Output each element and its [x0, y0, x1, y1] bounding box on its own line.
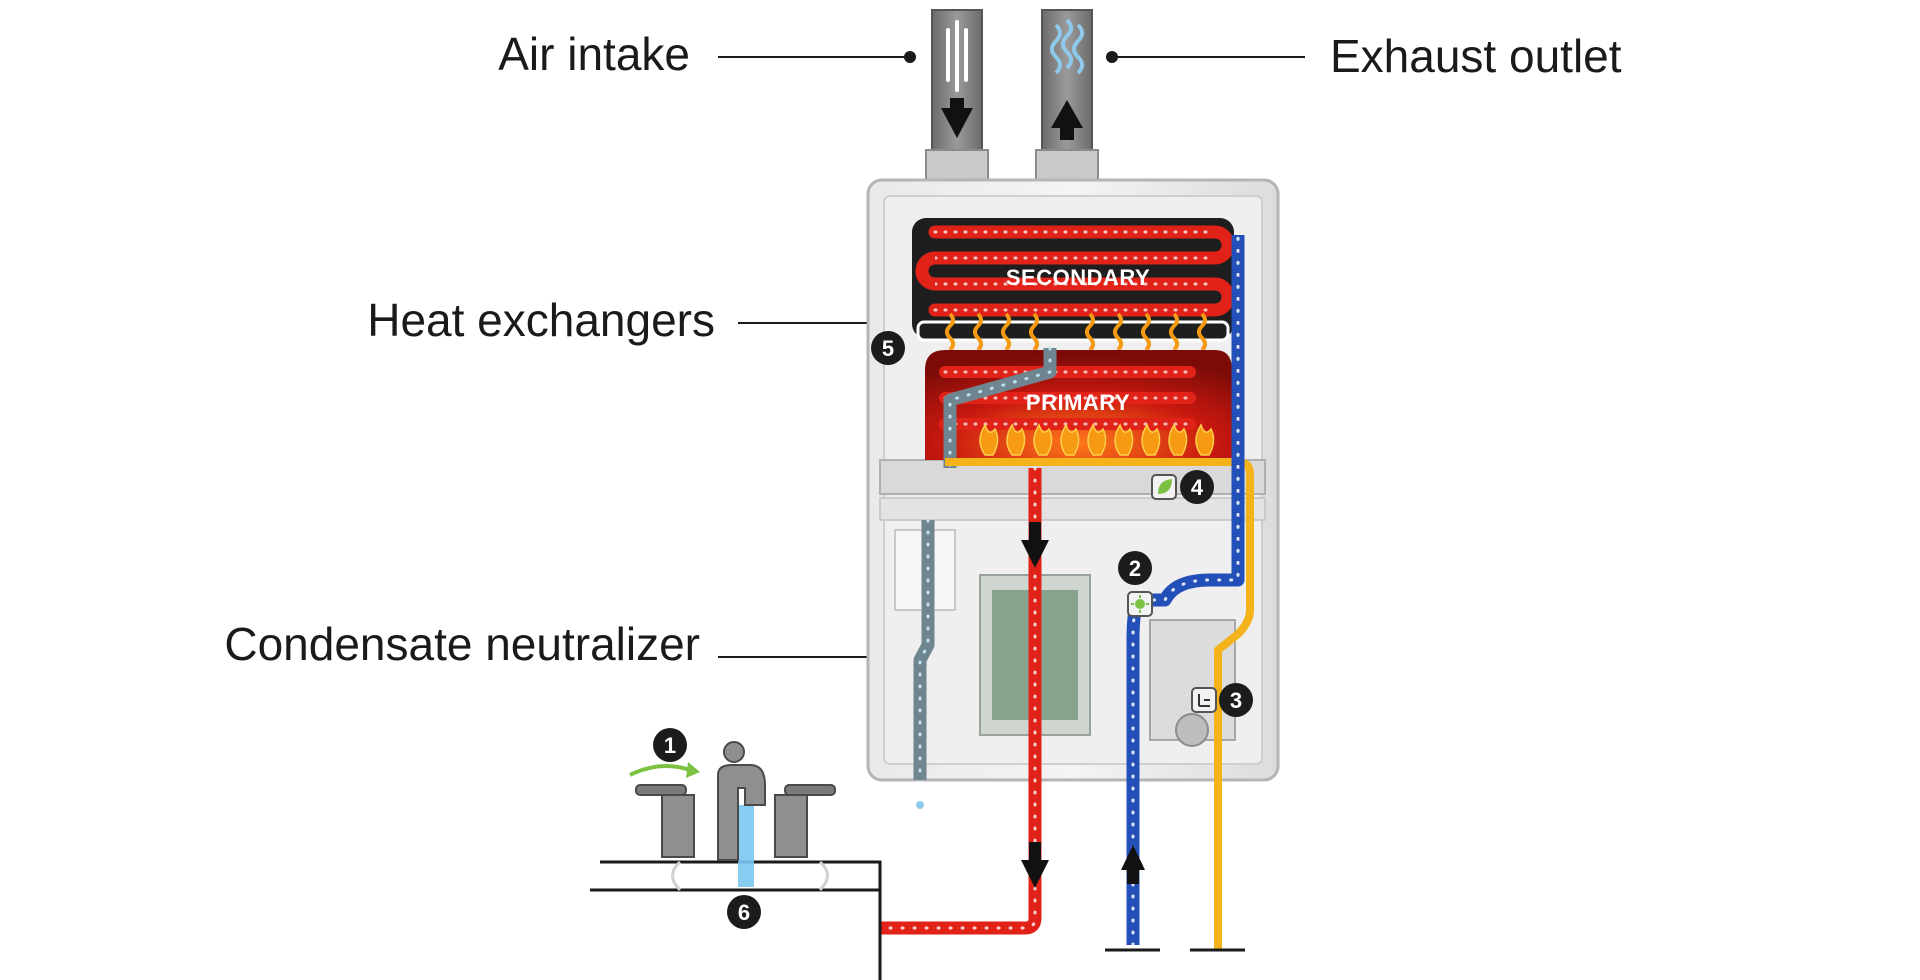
- step-number: 6: [738, 900, 750, 925]
- flow-sensor-icon: [1127, 591, 1153, 617]
- step-number: 3: [1230, 688, 1242, 713]
- air-intake-label: Air intake: [498, 28, 690, 80]
- faucet-icon: [629, 741, 836, 861]
- step-number: 2: [1129, 556, 1141, 581]
- step-number: 4: [1191, 475, 1204, 500]
- eco-leaf-icon: [1151, 474, 1177, 500]
- heat-flame-waves: [945, 312, 1207, 352]
- condensate-line: [913, 346, 1057, 809]
- condensate-neutralizer-label: Condensate neutralizer: [224, 618, 700, 670]
- cold-water-line: [1105, 233, 1245, 952]
- burner-flames: [979, 423, 1215, 456]
- step-badge-4: 4: [1180, 470, 1214, 504]
- secondary-label: SECONDARY: [1006, 265, 1150, 290]
- air-intake-pipe-icon: [925, 9, 989, 181]
- step-badge-6: 6: [727, 895, 761, 929]
- step-number: 5: [882, 336, 894, 361]
- exhaust-outlet-label: Exhaust outlet: [1330, 30, 1622, 82]
- primary-label: PRIMARY: [1026, 390, 1130, 415]
- secondary-heat-exchanger: SECONDARY: [912, 218, 1235, 342]
- gas-valve-icon: [1191, 687, 1217, 713]
- step-number: 1: [664, 733, 676, 758]
- step-badge-3: 3: [1219, 683, 1253, 717]
- exhaust-pipe-icon: [1035, 9, 1099, 181]
- step-badge-2: 2: [1118, 551, 1152, 585]
- heat-exchangers-label: Heat exchangers: [367, 294, 715, 346]
- sink-counter: [590, 805, 882, 980]
- step-badge-1: 1: [653, 728, 687, 762]
- hot-water-line: [878, 466, 1049, 935]
- step-badge-5: 5: [871, 331, 905, 365]
